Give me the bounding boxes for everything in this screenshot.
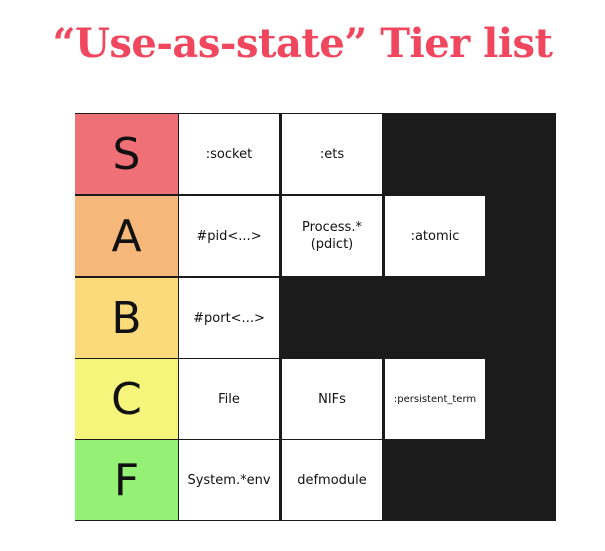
tier-row-f: F System.*env defmodule — [75, 440, 556, 520]
tier-row-b: B #port<...> — [75, 278, 556, 358]
tier-item-pid[interactable]: #pid<...> — [179, 196, 279, 276]
tier-label-s: S — [75, 114, 178, 194]
tier-label-c: C — [75, 359, 178, 439]
tier-item-port[interactable]: #port<...> — [179, 278, 279, 358]
tier-label-f: F — [75, 440, 178, 520]
tier-items-b: #port<...> — [178, 278, 279, 358]
tier-item-persistent-term[interactable]: :persistent_term — [385, 359, 485, 439]
tier-label-a: A — [75, 196, 178, 276]
tier-item-system-env[interactable]: System.*env — [179, 440, 279, 520]
tier-row-c: C File NIFs :persistent_term — [75, 359, 556, 439]
tier-row-s: S :socket :ets — [75, 114, 556, 194]
tier-items-s: :socket :ets — [178, 114, 382, 194]
tier-items-f: System.*env defmodule — [178, 440, 382, 520]
tier-item-atomic[interactable]: :atomic — [385, 196, 485, 276]
tier-list-board: S :socket :ets A #pid<...> Process.* (pd… — [75, 113, 556, 521]
tier-row-a: A #pid<...> Process.* (pdict) :atomic — [75, 196, 556, 276]
page-title: “Use-as-state” Tier list — [52, 20, 553, 67]
tier-item-file[interactable]: File — [179, 359, 279, 439]
tier-items-c: File NIFs :persistent_term — [178, 359, 485, 439]
tier-item-process-pdict[interactable]: Process.* (pdict) — [282, 196, 382, 276]
tier-item-defmodule[interactable]: defmodule — [282, 440, 382, 520]
tier-items-a: #pid<...> Process.* (pdict) :atomic — [178, 196, 485, 276]
tier-item-nifs[interactable]: NIFs — [282, 359, 382, 439]
tier-label-b: B — [75, 278, 178, 358]
tier-item-ets[interactable]: :ets — [282, 114, 382, 194]
tier-item-socket[interactable]: :socket — [179, 114, 279, 194]
